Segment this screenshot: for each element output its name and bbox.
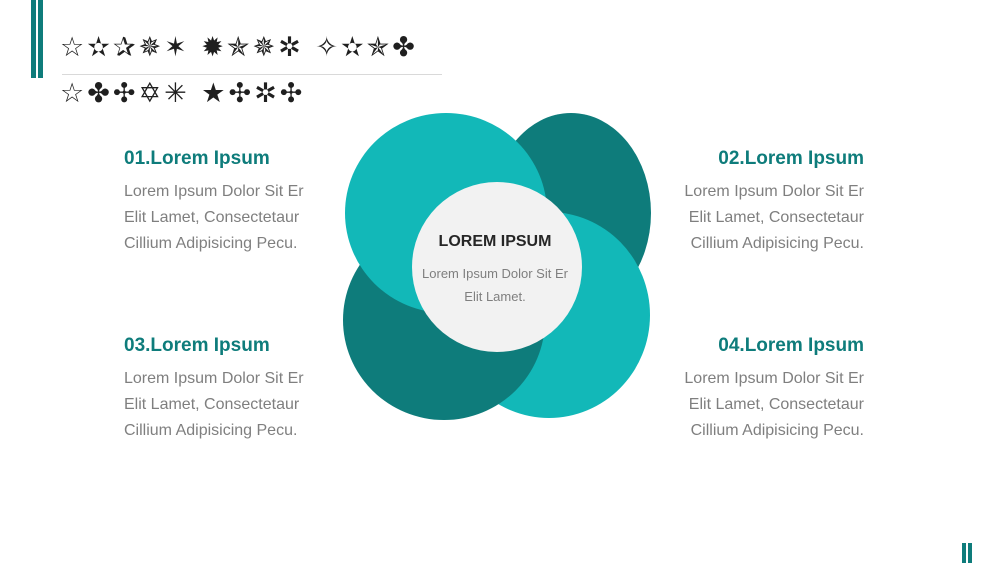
item-01-body: Lorem Ipsum Dolor Sit Er Elit Lamet, Con… bbox=[124, 183, 304, 252]
item-02-title: 02.Lorem Ipsum bbox=[718, 148, 864, 169]
left-accent-bar-2 bbox=[38, 0, 43, 78]
slide-title-line-2: ☆✤✣✡✳ ★✣✲✣ bbox=[60, 78, 306, 109]
item-03-body: Lorem Ipsum Dolor Sit Er Elit Lamet, Con… bbox=[124, 370, 304, 439]
slide-title-line-1: ☆✫✰✵✶ ✹✯✵✲ ✧✫✯✤ bbox=[60, 32, 418, 63]
item-03-title: 03.Lorem Ipsum bbox=[124, 335, 270, 356]
item-04-title: 04.Lorem Ipsum bbox=[718, 335, 864, 356]
item-02-body: Lorem Ipsum Dolor Sit Er Elit Lamet, Con… bbox=[684, 183, 864, 252]
left-accent-bar-1 bbox=[31, 0, 36, 78]
center-title: LOREM IPSUM bbox=[438, 233, 552, 250]
item-01-title: 01.Lorem Ipsum bbox=[124, 148, 270, 169]
center-circle bbox=[412, 182, 582, 352]
center-body: Lorem Ipsum Dolor Sit Er Elit Lamet. bbox=[422, 266, 568, 304]
corner-accent-bar-2 bbox=[968, 543, 972, 563]
item-04-body: Lorem Ipsum Dolor Sit Er Elit Lamet, Con… bbox=[684, 370, 864, 439]
title-divider bbox=[62, 74, 442, 75]
corner-accent-bar-1 bbox=[962, 543, 966, 563]
